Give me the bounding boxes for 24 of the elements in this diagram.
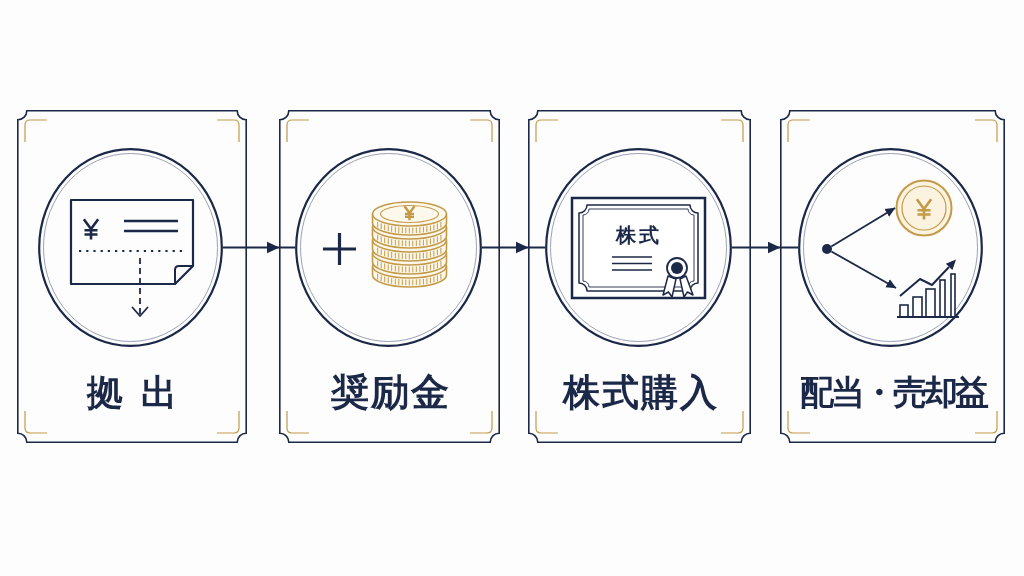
card bbox=[17, 110, 247, 443]
arrow bbox=[830, 250, 897, 289]
connector-line bbox=[278, 246, 296, 249]
card bbox=[279, 110, 500, 443]
card-title: 株式購入 bbox=[562, 373, 717, 411]
card bbox=[780, 110, 1005, 443]
dot bbox=[822, 244, 832, 254]
card bbox=[528, 110, 751, 443]
circle-frame bbox=[295, 148, 482, 347]
card-title: 奨励金 bbox=[330, 373, 449, 411]
connector-line bbox=[779, 246, 799, 249]
coin-icon bbox=[895, 179, 953, 237]
arrow bbox=[830, 207, 896, 248]
circle-frame bbox=[545, 148, 732, 347]
circle-frame bbox=[38, 148, 223, 347]
arrow bbox=[222, 241, 280, 254]
card-title: 拠出 bbox=[87, 374, 177, 410]
circle-frame bbox=[798, 148, 983, 347]
arrow bbox=[731, 241, 781, 254]
card-title: 配当・売却益 bbox=[799, 375, 986, 409]
connector-line bbox=[527, 246, 546, 249]
certificate-heading: 株式 bbox=[615, 225, 659, 245]
arrow bbox=[481, 241, 529, 254]
bar-chart-icon bbox=[896, 257, 960, 319]
